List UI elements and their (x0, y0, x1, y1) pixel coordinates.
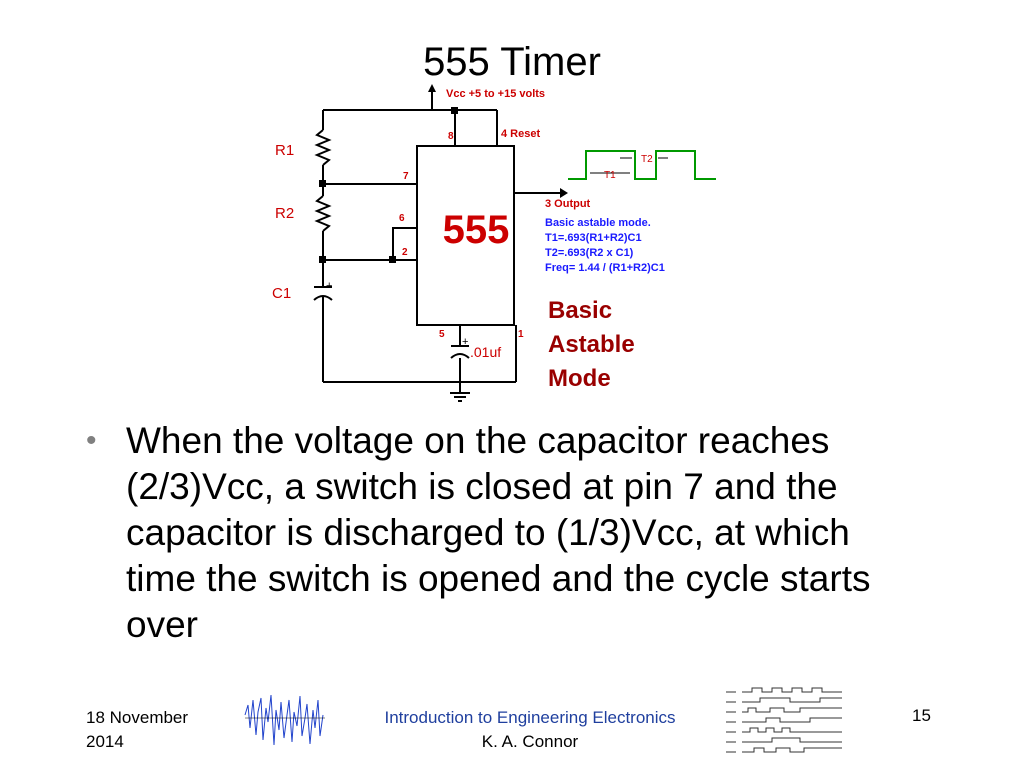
note-line: T2=.693(R2 x C1) (545, 247, 634, 259)
capacitor-c1-symbol (313, 285, 333, 303)
note-line: Freq= 1.44 / (R1+R2)C1 (545, 262, 665, 274)
footer-course: Introduction to Engineering Electronics … (345, 706, 715, 754)
pin6-label: 6 (399, 213, 405, 224)
junction-dots (319, 107, 458, 263)
timing-labels: T1 T2 (604, 154, 653, 181)
t2-label: T2 (641, 154, 653, 165)
course-link[interactable]: Introduction to Engineering Electronics (384, 708, 676, 727)
c1-label: C1 (272, 285, 291, 302)
formula-notes: Basic astable mode. T1=.693(R1+R2)C1 T2=… (545, 217, 665, 274)
pin1-label: 1 (518, 329, 524, 340)
cap-value-label: .01uf (470, 344, 501, 360)
vcc-label: Vcc +5 to +15 volts (446, 88, 545, 100)
r1-label: R1 (275, 142, 294, 159)
note-line: T1=.693(R1+R2)C1 (545, 232, 642, 244)
footer-date-line2: 2014 (86, 732, 124, 751)
pin5-label: 5 (439, 329, 445, 340)
digital-timing-image (726, 687, 842, 753)
t1-label: T1 (604, 170, 616, 181)
note-line: Basic astable mode. (545, 217, 651, 229)
chip-555-body (416, 145, 515, 326)
page-number: 15 (912, 706, 931, 725)
mode-caption: Basic Astable Mode (548, 297, 635, 392)
vcc-arrow-icon (428, 84, 436, 92)
mode-line: Mode (548, 365, 611, 392)
bullet-text: When the voltage on the capacitor reache… (126, 420, 871, 645)
footer-date-line1: 18 November (86, 708, 189, 727)
footer-date: 18 November 2014 (86, 706, 226, 754)
pin7-label: 7 (403, 171, 409, 182)
mode-line: Basic (548, 297, 612, 324)
slide-title: 555 Timer (423, 40, 601, 84)
pin2-label: 2 (402, 247, 408, 258)
bullet-marker: • (86, 424, 97, 457)
c1-plus: + (326, 280, 332, 292)
timing-markers (590, 157, 668, 174)
output-arrow-icon (560, 188, 568, 198)
pin8-label: 8 (448, 131, 454, 142)
ground-symbol (450, 392, 470, 402)
circuit-labels: Vcc +5 to +15 volts R1 R2 C1 + + 8 4 Res… (272, 88, 591, 360)
capacitor-pin5-symbol (450, 345, 470, 359)
cap-plus: + (462, 336, 468, 348)
circuit-wires (314, 90, 562, 392)
chip-label: 555 (443, 208, 510, 252)
noise-signal-image (244, 694, 325, 746)
author-name: K. A. Connor (481, 732, 579, 751)
output-waveform (568, 150, 716, 180)
output-label: 3 Output (545, 198, 591, 210)
mode-line: Astable (548, 331, 635, 358)
r2-label: R2 (275, 205, 294, 222)
pin4-label: 4 Reset (501, 128, 540, 140)
